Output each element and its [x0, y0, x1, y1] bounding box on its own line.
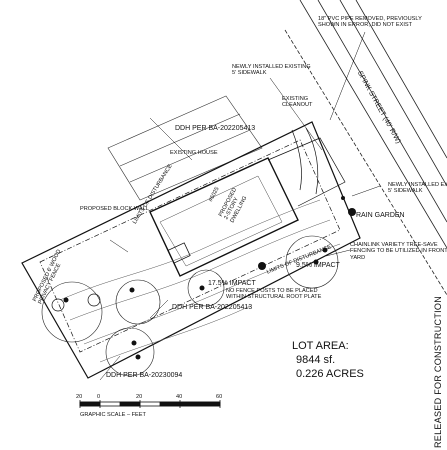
- fence-posts-note: NO FENCE POSTS TO BE PLACED WITHIN STRUC…: [226, 288, 322, 301]
- tree-root-plates: [41, 235, 339, 377]
- lot-area-sqft: 9844 sf.: [296, 354, 336, 366]
- proposed-dwelling: [149, 157, 299, 277]
- chainlink-fence-note: CHAINLINK VARIETY TREE-SAVE FENCING TO B…: [350, 242, 447, 261]
- impact-label-2: 17.5% IMPACT: [208, 280, 256, 287]
- scale-tick-3: 20: [136, 394, 143, 400]
- contour-lines: [59, 199, 341, 363]
- leader-lines: [99, 31, 381, 381]
- ddh-label-lower: DDH PER BA-20230094: [106, 372, 183, 379]
- rain-garden-label: RAIN GARDEN: [356, 212, 405, 219]
- existing-house-outline: [107, 95, 263, 201]
- tree-symbols: [63, 196, 356, 360]
- limits-of-disturbance-line: [39, 139, 341, 353]
- graphic-scale-label: GRAPHIC SCALE – FEET: [80, 412, 146, 418]
- graphic-scale-bar: [79, 400, 221, 408]
- impact-label-1: 9.5% IMPACT: [296, 262, 340, 269]
- ddh-label-middle: DDH PER BA-202205413: [172, 304, 253, 311]
- sidewalk-note-right: NEWLY INSTALLED EXISTING 5' SIDEWALK: [388, 182, 447, 195]
- scale-tick-4: 40: [176, 394, 183, 400]
- scale-tick-2: 0: [97, 394, 101, 400]
- sidewalk-note-top: NEWLY INSTALLED EXISTING 5' SIDEWALK: [232, 64, 311, 77]
- driveway: [267, 127, 346, 207]
- pvc-pipe-note: 18" PVC PIPE REMOVED, PREVIOUSLY SHOWN I…: [318, 16, 422, 29]
- lot-area-acres: 0.226 ACRES: [296, 368, 364, 380]
- lot-boundary: [21, 121, 361, 379]
- existing-cleanout-label: EXISTING CLEANOUT: [282, 96, 313, 109]
- lot-area-title: LOT AREA:: [292, 340, 349, 352]
- scale-tick-1: 20: [76, 394, 83, 400]
- street-lines: [284, 0, 447, 296]
- section-marks: [51, 293, 101, 312]
- block-wall-label: PROPOSED BLOCK WALL: [80, 206, 149, 212]
- existing-house-label: EXISTING HOUSE: [170, 150, 218, 156]
- scale-tick-5: 60: [216, 394, 223, 400]
- ddh-label-upper: DDH PER BA-202205413: [175, 125, 256, 132]
- construction-stamp: RELEASED FOR CONSTRUCTION: [433, 295, 443, 448]
